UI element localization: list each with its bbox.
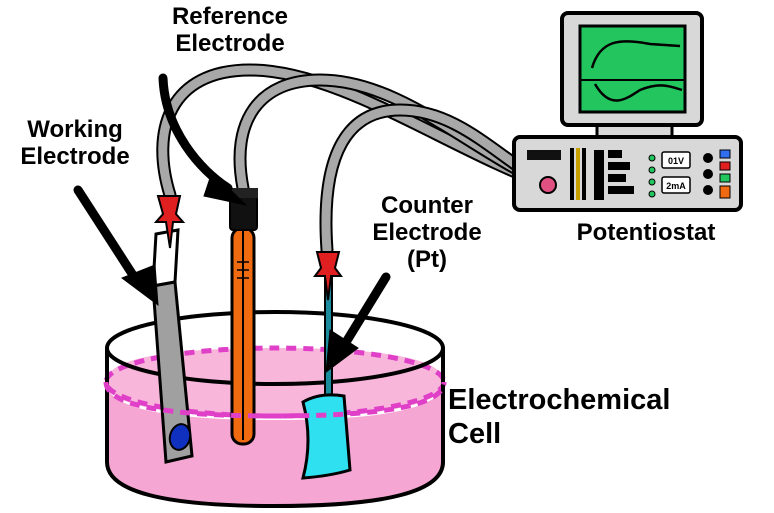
cables <box>156 63 555 257</box>
reference-electrode <box>228 188 258 446</box>
current-readout: 2mA <box>666 181 686 191</box>
working-electrode <box>151 195 194 464</box>
working-electrode-label: Working Electrode <box>0 116 150 171</box>
label-line: (Pt) <box>407 245 447 273</box>
solution-level-front <box>103 381 447 419</box>
reference-arrow <box>158 73 233 193</box>
electrochemical-cell <box>103 310 447 509</box>
electrochemical-cell-label: Electrochemical Cell <box>448 383 728 451</box>
knob <box>703 153 713 163</box>
potentiostat: 01V 2mA <box>512 11 743 212</box>
counter-foil <box>301 393 352 480</box>
working-clip <box>153 195 186 249</box>
label-line: Reference <box>171 3 289 30</box>
solution <box>106 382 444 505</box>
label-line: Counter <box>381 192 473 219</box>
knob <box>703 185 713 195</box>
label-line: Electrode <box>372 218 482 246</box>
potentiostat-label: Potentiostat <box>576 219 716 246</box>
working-spot <box>168 423 192 451</box>
label-line: Working <box>27 116 123 143</box>
counter-electrode-label: Counter Electrode (Pt) <box>352 192 502 274</box>
voltage-readout: 01V <box>668 156 684 166</box>
screen <box>578 24 687 114</box>
counter-clip <box>313 251 343 301</box>
current-display <box>661 176 691 194</box>
label-line: Electrode <box>20 142 130 170</box>
cable-port <box>539 176 557 194</box>
counter-arrow <box>335 272 391 357</box>
label-line: Cell <box>448 418 502 451</box>
label-line: Electrochemical <box>448 384 671 416</box>
knob <box>703 169 713 179</box>
reference-electrode-label: Reference Electrode <box>150 3 310 58</box>
voltage-display <box>661 151 691 169</box>
working-arrow <box>73 185 145 291</box>
pointer-arrows <box>73 73 391 374</box>
cell-wall <box>105 348 445 509</box>
label-line: Electrode <box>175 29 285 57</box>
